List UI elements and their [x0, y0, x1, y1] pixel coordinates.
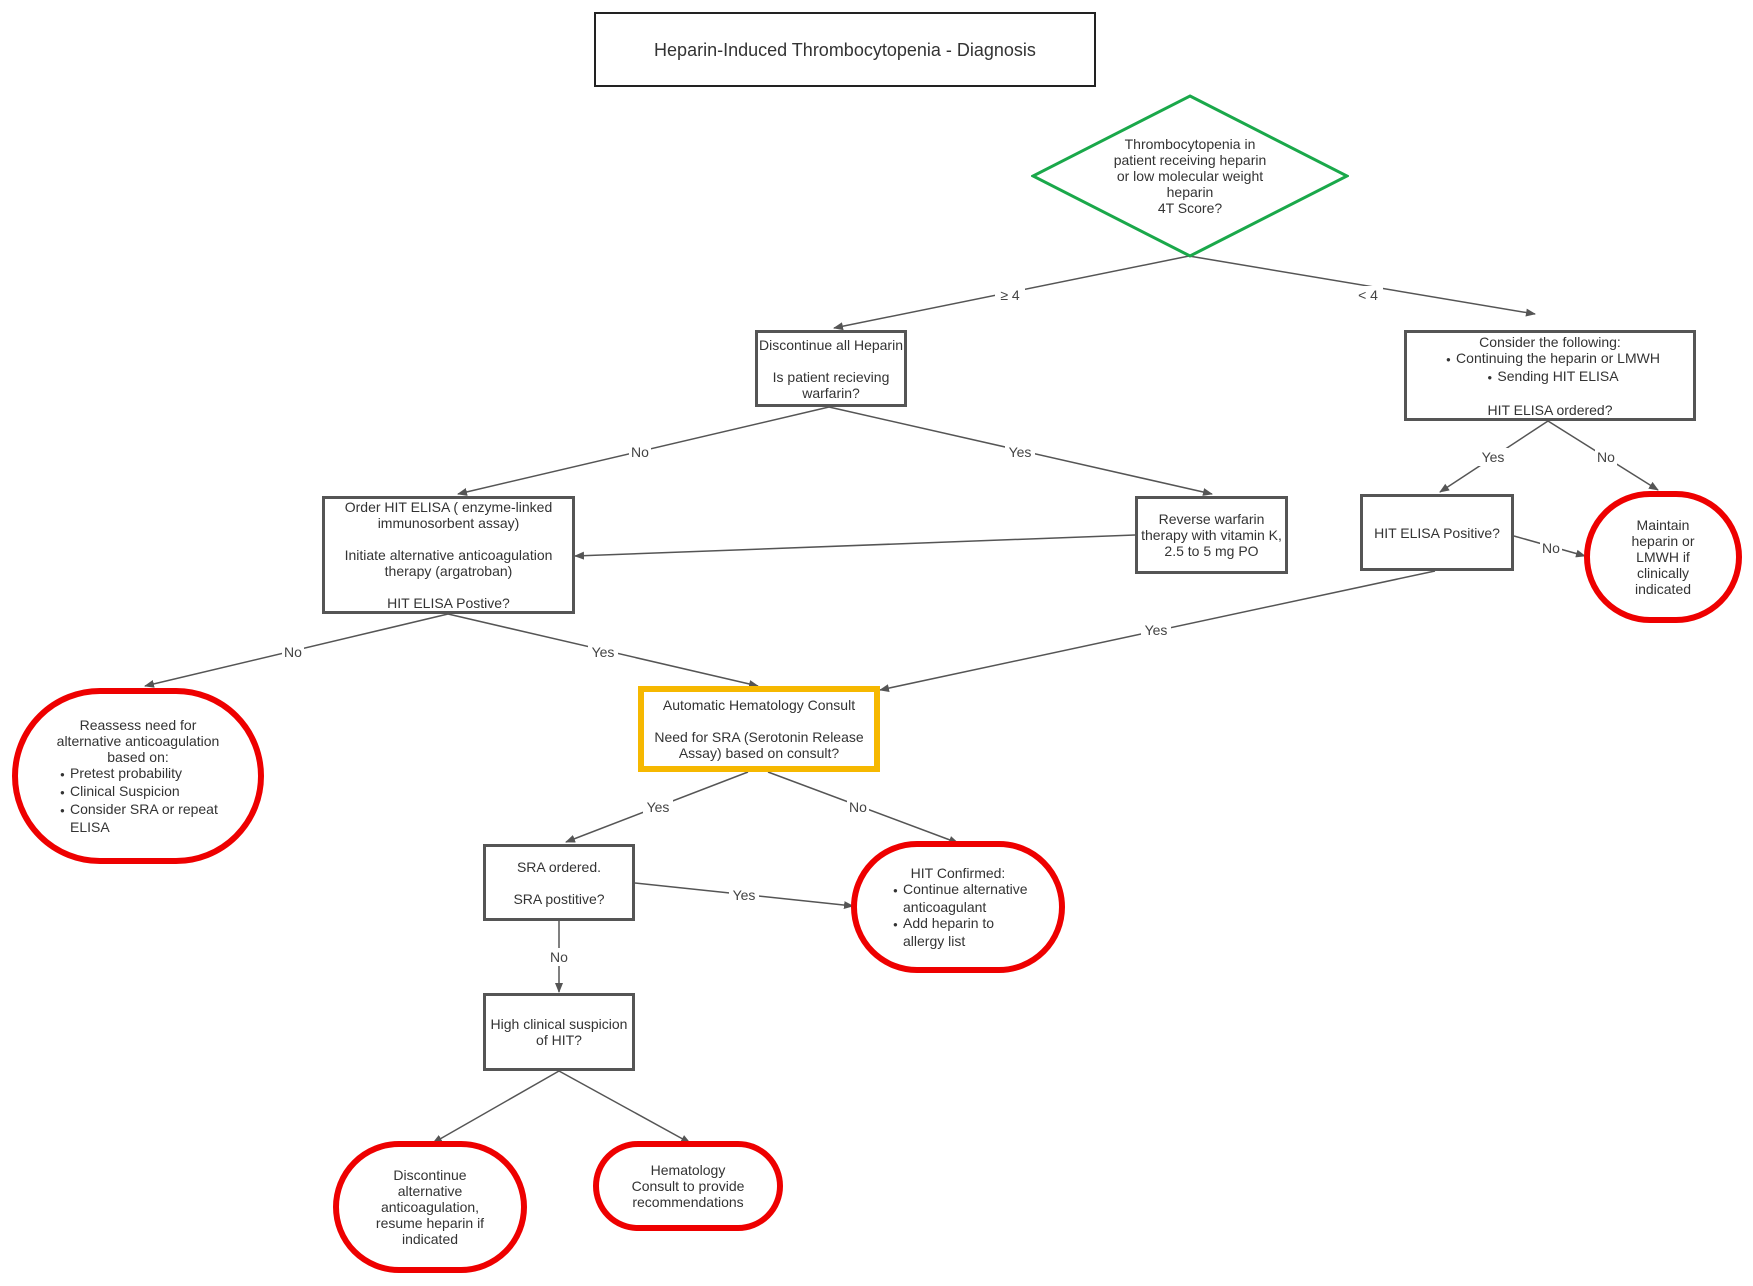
order-elisa-line-1: Order HIT ELISA ( enzyme-linked immunoso…: [344, 499, 553, 531]
start-line-3: or low molecular weight: [1116, 168, 1264, 184]
edge-label: Yes: [1145, 622, 1168, 638]
sra-ordered-line-2: SRA postitive?: [513, 890, 605, 907]
node-high-clinical-suspicion: High clinical suspicion of HIT?: [483, 993, 635, 1071]
edge-label-background: [1141, 621, 1171, 639]
start-line-5: 4T Score?: [1157, 200, 1223, 216]
hit-confirmed-heading: HIT Confirmed:: [910, 865, 1006, 881]
edge-label: No: [631, 444, 649, 460]
decision-start-text: Thrombocytopenia in patient receiving he…: [1101, 134, 1279, 218]
edge-label-background: [729, 886, 759, 904]
consider-bullet-1: Continuing the heparin or LMWH: [1440, 350, 1660, 368]
terminal-reassess: Reassess need for alternative anticoagul…: [12, 688, 264, 864]
discontinue-line-1: Discontinue all Heparin: [759, 336, 903, 353]
edge-label-background: [282, 643, 304, 661]
start-line-2: patient receiving heparin: [1113, 152, 1267, 168]
edge-label: Yes: [1482, 449, 1505, 465]
node-hit-elisa-positive: HIT ELISA Positive?: [1360, 494, 1514, 571]
heme-recs-text: Hematology Consult to provide recommenda…: [631, 1162, 745, 1210]
node-discontinue-heparin: Discontinue all Heparin Is patient recie…: [755, 330, 907, 407]
edge-label-background: [847, 798, 869, 816]
sra-ordered-line-1: SRA ordered.: [516, 858, 602, 875]
edge-label: No: [550, 949, 568, 965]
decision-diamond-shape: [1031, 94, 1349, 258]
consider-heading: Consider the following:: [1479, 333, 1621, 350]
edge-label: < 4: [1358, 287, 1378, 303]
edge-high_suspicion-to-heme_recs: [558, 1070, 691, 1144]
start-line-1: Thrombocytopenia in: [1124, 136, 1256, 152]
terminal-hematology-recommendations: Hematology Consult to provide recommenda…: [593, 1141, 783, 1231]
chart-title: Heparin-Induced Thrombocytopenia - Diagn…: [594, 12, 1096, 87]
consider-bullet-2: Sending HIT ELISA: [1481, 368, 1618, 386]
chart-title-text: Heparin-Induced Thrombocytopenia - Diagn…: [654, 39, 1036, 60]
node-hematology-consult: Automatic Hematology Consult Need for SR…: [638, 686, 880, 772]
edge-label-background: [1478, 448, 1508, 466]
edge-label: No: [849, 799, 867, 815]
reassess-bullet-1: Pretest probability: [54, 765, 222, 783]
edge-label: Yes: [647, 799, 670, 815]
edge-label: Yes: [592, 644, 615, 660]
reverse-warfarin-text: Reverse warfarin therapy with vitamin K,…: [1141, 511, 1282, 559]
node-sra-ordered: SRA ordered. SRA postitive?: [483, 844, 635, 921]
edge-label: Yes: [1009, 444, 1032, 460]
edge-high_suspicion-to-discontinue_alt: [432, 1070, 560, 1144]
edge-label-background: [588, 643, 618, 661]
order-elisa-line-2: Initiate alternative anticoagulation the…: [344, 547, 553, 579]
consider-question: HIT ELISA ordered?: [1487, 401, 1613, 418]
hit-confirmed-bullet-1: Continue alternative anticoagulant: [887, 881, 1029, 915]
reassess-heading: Reassess need for alternative anticoagul…: [56, 717, 220, 765]
reassess-bullet-2: Clinical Suspicion: [54, 783, 222, 801]
elisa-positive-text: HIT ELISA Positive?: [1374, 524, 1500, 541]
edge-label: ≥ 4: [1000, 287, 1020, 303]
edge-label: No: [284, 644, 302, 660]
discontinue-line-2: Is patient recieving warfarin?: [772, 368, 890, 401]
terminal-hit-confirmed: HIT Confirmed: Continue alternative anti…: [851, 841, 1065, 973]
terminal-maintain-heparin: Maintain heparin or LMWH if clinically i…: [1584, 491, 1742, 623]
node-order-hit-elisa: Order HIT ELISA ( enzyme-linked immunoso…: [322, 496, 575, 614]
node-reverse-warfarin: Reverse warfarin therapy with vitamin K,…: [1135, 496, 1288, 574]
hematology-consult-line-1: Automatic Hematology Consult: [662, 697, 856, 713]
edge-label: No: [1542, 540, 1560, 556]
maintain-text: Maintain heparin or LMWH if clinically i…: [1631, 517, 1695, 597]
edge-label-background: [1005, 443, 1035, 461]
edge-label-background: [629, 443, 651, 461]
terminal-discontinue-alternative: Discontinue alternative anticoagulation,…: [333, 1141, 527, 1273]
discontinue-alt-text: Discontinue alternative anticoagulation,…: [375, 1167, 485, 1247]
edge-label-background: [548, 948, 570, 966]
edge-label-background: [995, 286, 1025, 304]
start-line-4: heparin: [1166, 184, 1214, 200]
node-consider-following: Consider the following: Continuing the h…: [1404, 330, 1696, 421]
hematology-consult-line-2: Need for SRA (Serotonin Release Assay) b…: [654, 729, 864, 761]
hit-confirmed-bullet-2: Add heparin to allergy list: [887, 915, 1029, 949]
edge-start-to-consider: [1188, 255, 1536, 317]
edge-label-background: [1595, 448, 1617, 466]
edge-label-background: [1540, 539, 1562, 557]
reassess-bullet-3: Consider SRA or repeat ELISA: [54, 801, 222, 835]
edge-label-background: [1353, 286, 1383, 304]
edge-label-background: [643, 798, 673, 816]
edge-label: Yes: [733, 887, 756, 903]
high-suspicion-text: High clinical suspicion of HIT?: [490, 1016, 628, 1048]
decision-start: Thrombocytopenia in patient receiving he…: [1031, 94, 1349, 258]
order-elisa-line-3: HIT ELISA Postive?: [387, 595, 510, 611]
edge-reverse_warfarin-to-order_elisa: [574, 534, 1136, 560]
edge-label: No: [1597, 449, 1615, 465]
